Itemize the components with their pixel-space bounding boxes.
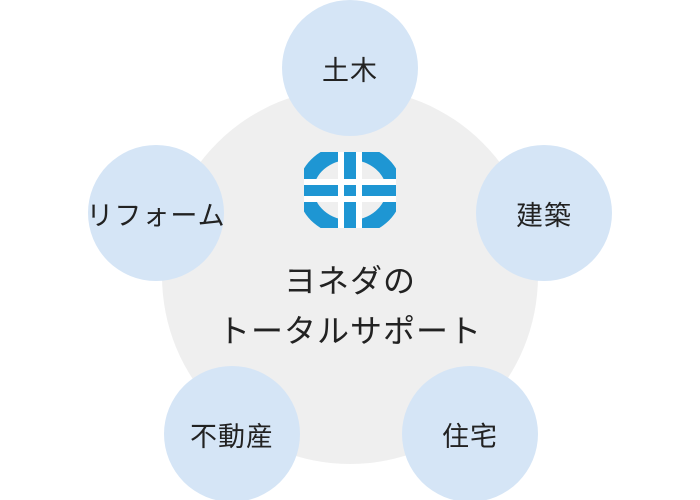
node-label: リフォーム: [86, 200, 226, 232]
node-architecture: 建築: [476, 145, 612, 281]
node-real-estate: 不動産: [164, 366, 300, 500]
node-label: 不動産: [190, 421, 274, 453]
node-label: 建築: [516, 200, 572, 232]
node-housing: 住宅: [402, 366, 538, 500]
node-label: 土木: [322, 55, 378, 87]
yoneda-logo-icon: [304, 152, 396, 228]
node-label: 住宅: [442, 421, 498, 453]
node-renovation: リフォーム: [86, 145, 226, 281]
center-title-line2: トータルサポート: [217, 312, 482, 350]
node-civil-engineering: 土木: [282, 0, 418, 136]
center-title-line1: ヨネダの: [283, 262, 416, 300]
